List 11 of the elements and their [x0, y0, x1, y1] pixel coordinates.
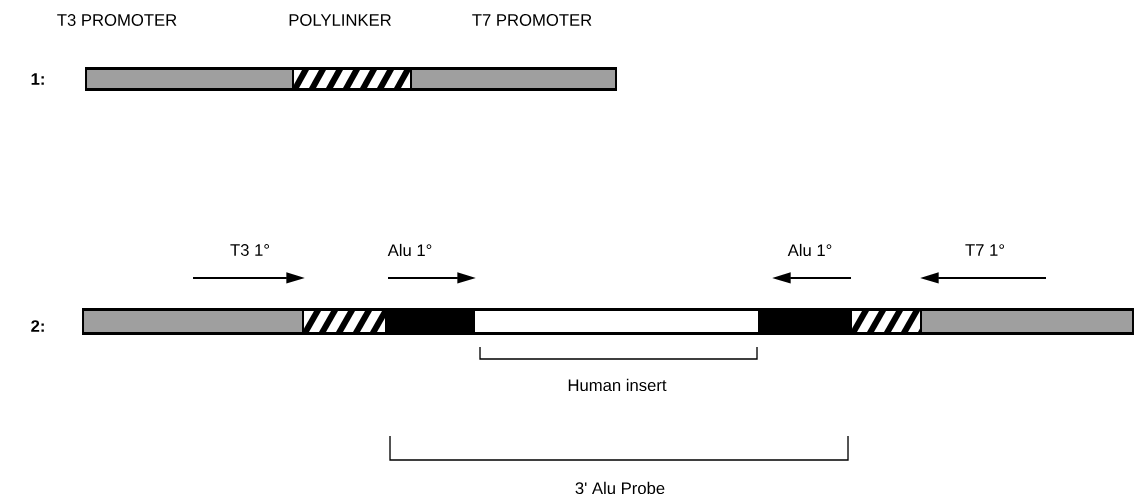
region-label: T7 PROMOTER	[472, 14, 592, 26]
row-number: 1:	[31, 73, 44, 85]
region-label: T3 PROMOTER	[57, 14, 177, 26]
bracket-label: 3' Alu Probe	[575, 481, 665, 495]
primer-label: T7 1°	[965, 244, 1004, 256]
primer-label: Alu 1°	[387, 243, 432, 257]
region-label: POLYLINKER	[289, 14, 391, 26]
row-number: 2:	[31, 320, 44, 332]
primer-label: Alu 1°	[787, 243, 832, 257]
bracket-label: Human insert	[568, 378, 667, 392]
primer-label: T3 1°	[230, 244, 269, 256]
